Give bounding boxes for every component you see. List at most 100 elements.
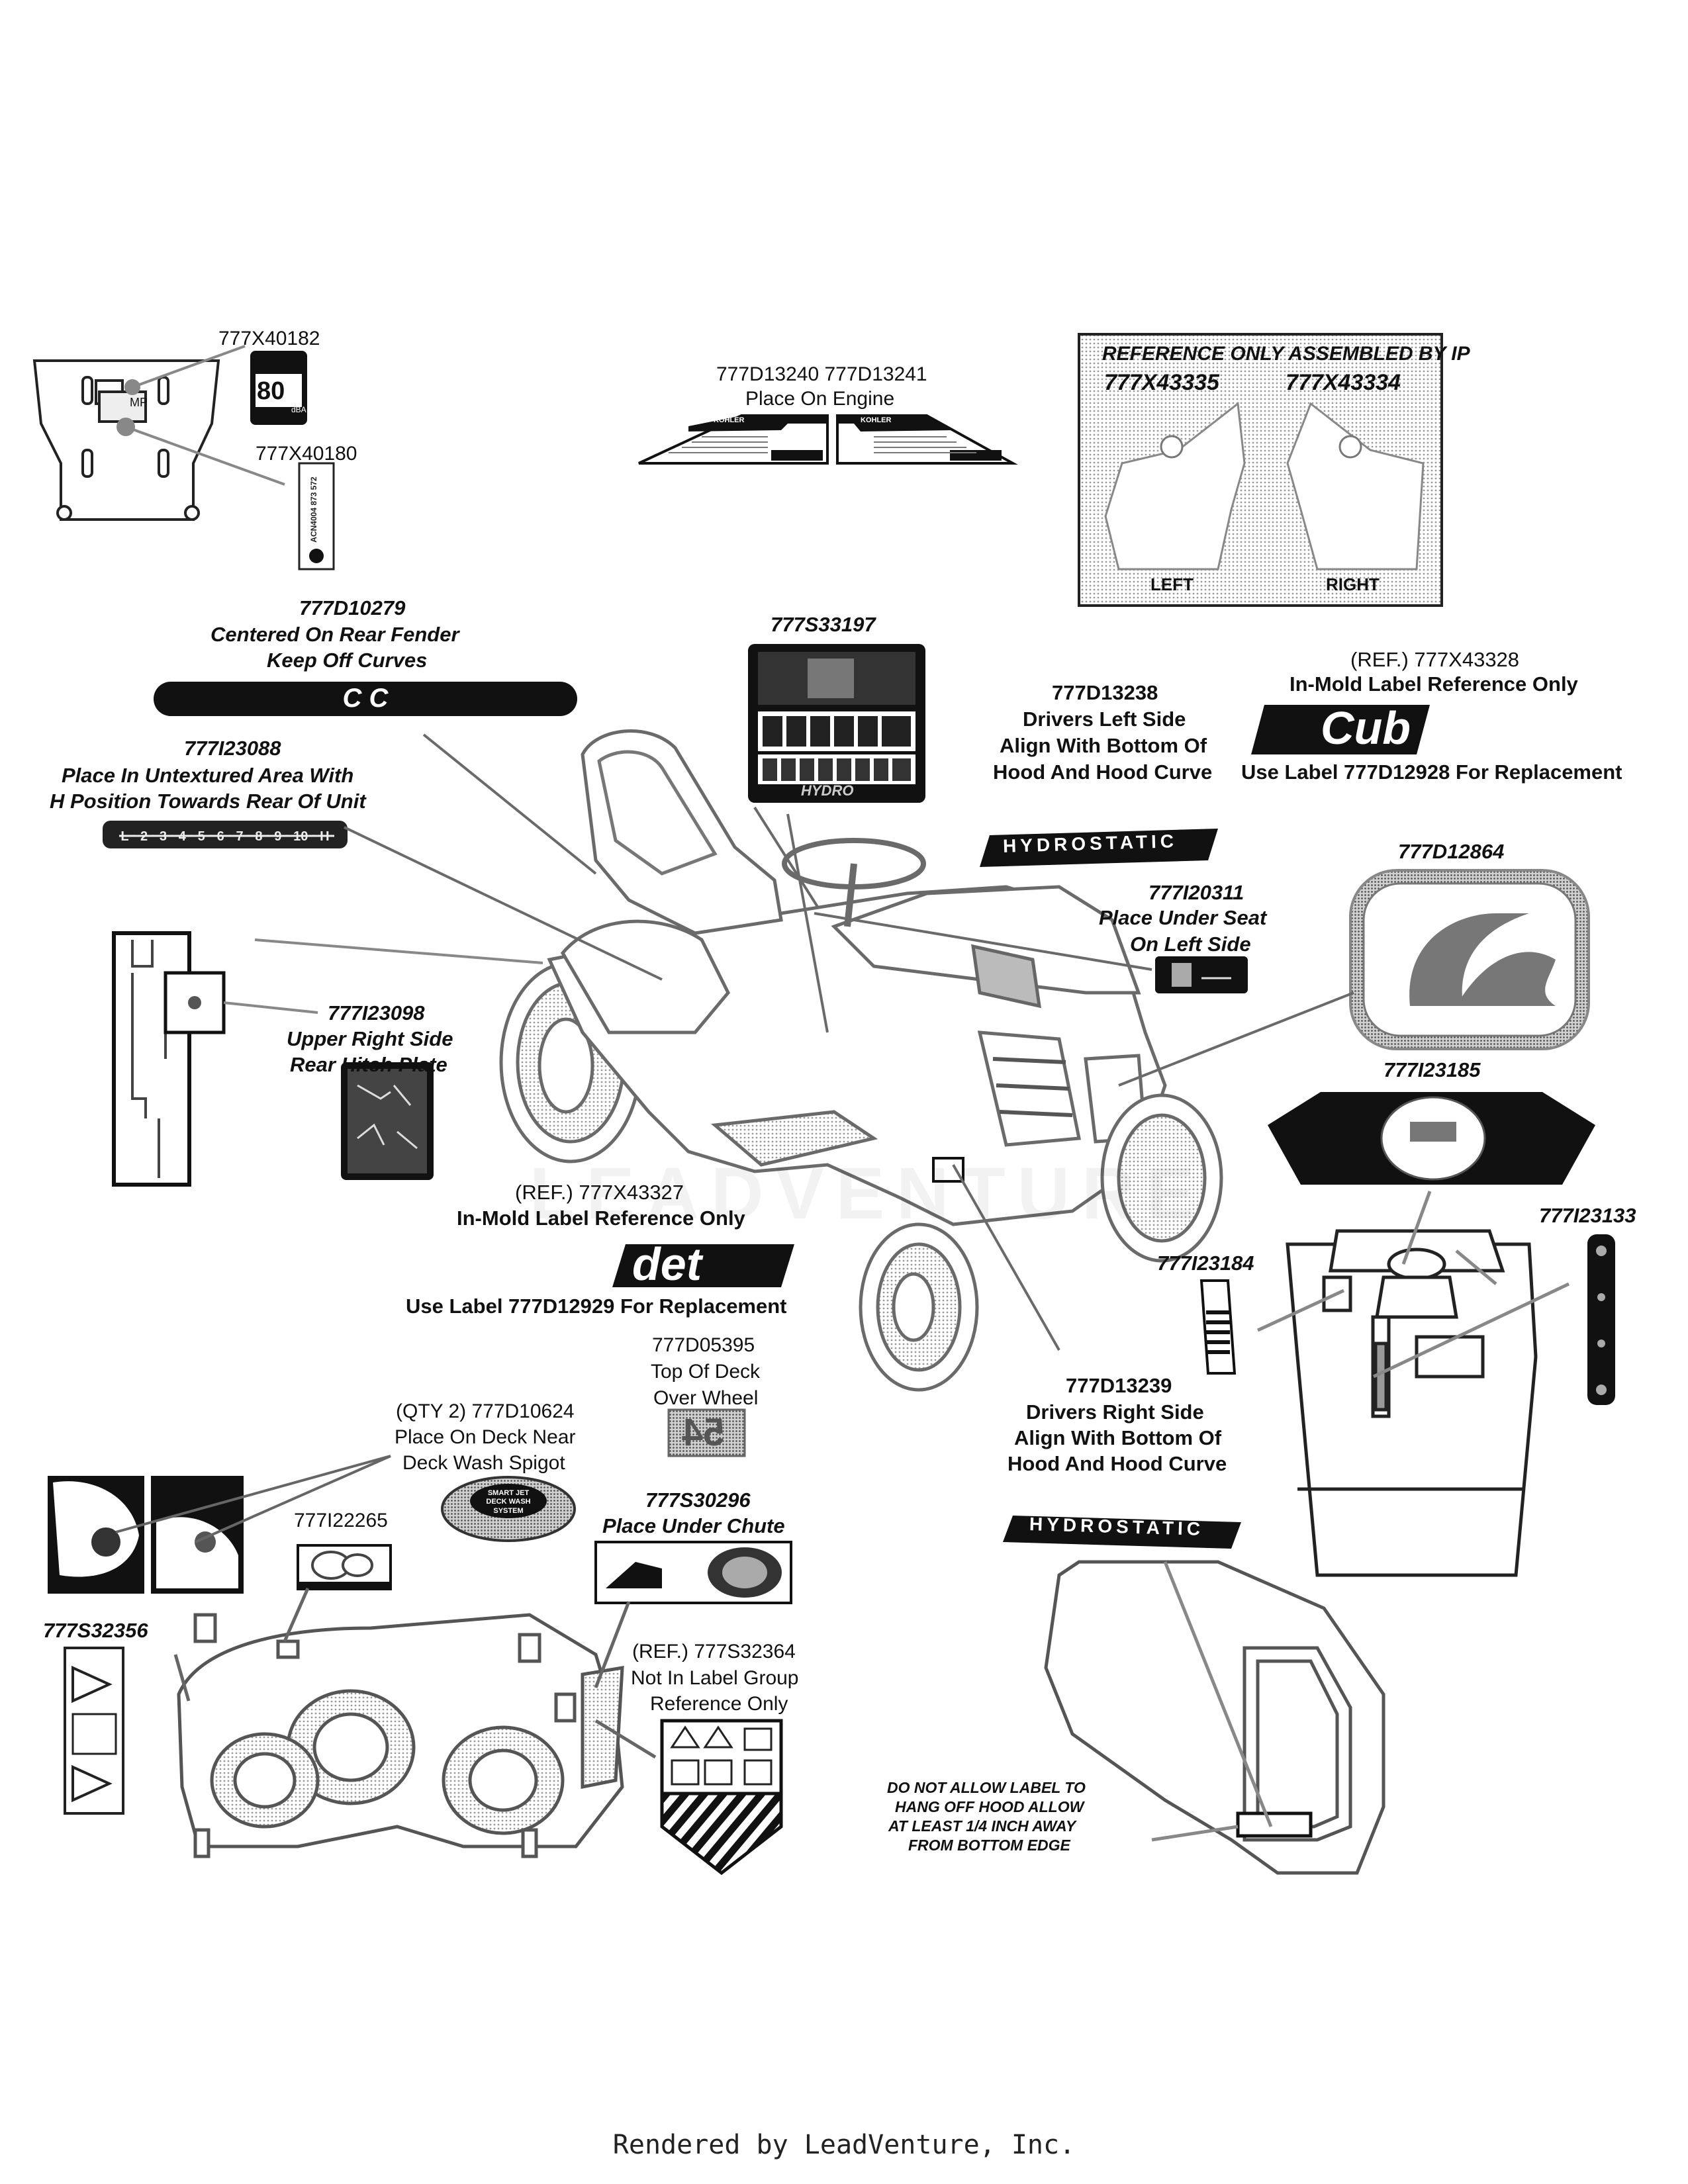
- reference-title: REFERENCE ONLY ASSEMBLED BY IP: [1102, 343, 1470, 365]
- hood-note-3: AT LEAST 1/4 INCH AWAY: [888, 1817, 1076, 1835]
- part-777s32364: (REF.) 777S32364: [632, 1641, 796, 1662]
- note-777s30296-1: Place Under Chute: [602, 1514, 785, 1537]
- noise-decal-80dba: [250, 351, 307, 425]
- cub-logo-decal: [1251, 705, 1430, 754]
- smart-jet-text: SMART JET DECK WASH SYSTEM: [486, 1489, 531, 1515]
- note-777x43327-2: Use Label 777D12929 For Replacement: [406, 1295, 787, 1318]
- part-777d05395: 777D05395: [652, 1334, 755, 1356]
- svg-text:L · 2 · 3 · 4 · 5 · 6 · 7 · 8: L · 2 · 3 · 4 · 5 · 6 · 7 · 8 · 9 · 10 ·…: [120, 829, 329, 844]
- hydrostatic-decal-2: [1003, 1516, 1241, 1549]
- part-777i20311: 777I20311: [1149, 881, 1244, 904]
- watermark: LEADVENTURE: [530, 1153, 1207, 1234]
- note-777d13238-2: Align With Bottom Of: [1000, 734, 1207, 757]
- note-777i23088-2: H Position Towards Rear Of Unit: [50, 790, 366, 813]
- note-777d05395-2: Over Wheel: [653, 1387, 759, 1409]
- det-logo-decal: [612, 1244, 794, 1287]
- note-777i23088-1: Place In Untextured Area With: [62, 764, 354, 787]
- reference-left-label: LEFT: [1150, 574, 1194, 594]
- note-777i23098-1: Upper Right Side: [287, 1027, 453, 1050]
- decal-80-text: 80: [257, 377, 285, 405]
- part-777d13238: 777D13238: [1052, 681, 1158, 704]
- hood-note-4: FROM BOTTOM EDGE: [908, 1837, 1070, 1854]
- part-777x43327: (REF.) 777X43327: [515, 1181, 684, 1204]
- part-777i23088: 777I23088: [184, 737, 281, 760]
- deck-wash-port-decal: [297, 1544, 392, 1590]
- decal-mp-text: MP: [130, 396, 148, 409]
- note-777s32364-1: Not In Label Group: [631, 1667, 799, 1689]
- part-777i22265: 777I22265: [294, 1510, 388, 1531]
- engine-decal-right: [836, 414, 1018, 465]
- cub-cadet-logo-decal: [1349, 869, 1590, 1050]
- note-777s32364-2: Reference Only: [650, 1693, 788, 1715]
- hood-note-2: HANG OFF HOOD ALLOW: [895, 1798, 1084, 1815]
- note-777d10624-2: Deck Wash Spigot: [402, 1452, 565, 1474]
- cub-logo-text: Cub: [1321, 702, 1411, 754]
- note-777d10624-1: Place On Deck Near: [395, 1426, 576, 1448]
- reference-box: [1078, 333, 1443, 607]
- svg-text:ACN4004 873 572: ACN4004 873 572: [309, 477, 318, 543]
- note-777d13238-3: Hood And Hood Curve: [993, 760, 1213, 784]
- part-777d10624: (QTY 2) 777D10624: [396, 1400, 575, 1422]
- part-777d13239: 777D13239: [1066, 1374, 1172, 1397]
- leader-lines: [344, 733, 1354, 1351]
- deck-wash-photos: [48, 1455, 391, 1594]
- part-777x40180: 777X40180: [256, 443, 357, 465]
- part-777d10279: 777D10279: [299, 596, 406, 619]
- deck-size-text: 54: [682, 1411, 725, 1454]
- reference-left-part: 777X43335: [1104, 370, 1219, 395]
- decal-dba-text: dBA: [291, 405, 306, 414]
- note-777x43328-1: In-Mold Label Reference Only: [1289, 672, 1578, 696]
- deck-size-decal-54: [667, 1408, 746, 1457]
- throttle-decal: [1199, 1279, 1237, 1375]
- height-gauge-decal: L · 2 · 3 · 4 · 5 · 6 · 7 · 8 · 9 · 10 ·…: [103, 821, 348, 848]
- engine-decal-left: [638, 414, 829, 465]
- console-drawing: [1256, 1191, 1570, 1577]
- note-777x43327-1: In-Mold Label Reference Only: [457, 1206, 745, 1230]
- hitch-warning-decal: [341, 1062, 434, 1180]
- dashboard-hydro-text: HYDRO: [801, 782, 854, 799]
- rear-hitch-closeup: [112, 931, 543, 1187]
- note-777d10279-2: Keep Off Curves: [267, 649, 428, 672]
- part-777x40182: 777X40182: [218, 328, 320, 349]
- note-777d13239-2: Align With Bottom Of: [1014, 1426, 1222, 1449]
- note-777i23098-2: Rear Hitch Plate: [290, 1053, 447, 1076]
- kohler-right: KOHLER: [861, 416, 892, 424]
- part-engine-decals: 777D13240 777D13241: [716, 363, 927, 385]
- hood-note-1: DO NOT ALLOW LABEL TO: [887, 1779, 1086, 1796]
- note-engine: Place On Engine: [745, 388, 895, 410]
- det-logo-text: det: [632, 1238, 702, 1290]
- note-777d13238-1: Drivers Left Side: [1023, 707, 1186, 731]
- note-777d05395-1: Top Of Deck: [651, 1361, 761, 1383]
- part-777i23184: 777I23184: [1157, 1251, 1254, 1275]
- vertical-strip-decal: [1587, 1234, 1615, 1405]
- smart-jet-decal: [441, 1476, 576, 1542]
- note-777d13239-3: Hood And Hood Curve: [1008, 1452, 1227, 1475]
- part-777i23098: 777I23098: [328, 1001, 425, 1024]
- note-777i20311-1: Place Under Seat: [1099, 906, 1267, 929]
- reference-right-label: RIGHT: [1326, 574, 1380, 594]
- svg-text:C C: C C: [343, 684, 389, 713]
- note-777x43328-2: Use Label 777D12928 For Replacement: [1241, 760, 1622, 784]
- hood-drawing: [1044, 1560, 1385, 1875]
- under-seat-decal: [1155, 956, 1248, 993]
- dash-bezel-decal: [1268, 1092, 1595, 1185]
- id-strip-decal: ACN4004 873 572: [298, 462, 335, 570]
- part-777x43328: (REF.) 777X43328: [1350, 648, 1520, 671]
- note-777d13239-1: Drivers Right Side: [1026, 1400, 1204, 1424]
- hydrostatic-decal-1: [980, 829, 1218, 867]
- part-777i23133: 777I23133: [1539, 1204, 1636, 1227]
- cub-cadet-fender-decal: C C: [154, 682, 577, 716]
- deck-warning-strip: [64, 1647, 124, 1815]
- part-777s32356: 777S32356: [43, 1619, 148, 1642]
- tractor-drawing: [499, 729, 1223, 1392]
- part-777s30296: 777S30296: [645, 1488, 751, 1512]
- part-777s33197: 777S33197: [771, 613, 876, 636]
- mower-deck-drawing: [173, 1587, 657, 1858]
- dashboard-decal: [748, 644, 925, 803]
- reference-right-part: 777X43334: [1286, 370, 1401, 395]
- note-777i20311-2: On Left Side: [1130, 933, 1251, 956]
- kohler-left: KOHLER: [714, 416, 745, 424]
- deck-warning-shield: [660, 1719, 783, 1876]
- footer-credit: Rendered by LeadVenture, Inc.: [612, 2130, 1076, 2160]
